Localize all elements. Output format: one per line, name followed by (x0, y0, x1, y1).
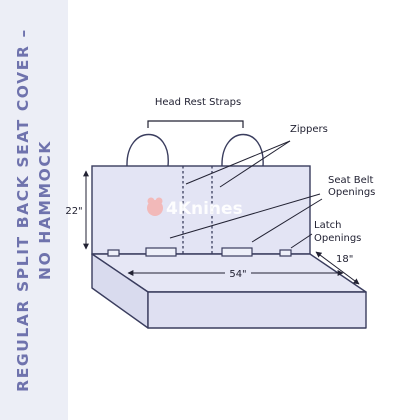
width-dimension-label: 54" (229, 269, 246, 280)
depth-dimension-line (315, 251, 360, 285)
label-head-rest-straps: Head Rest Straps (155, 97, 241, 108)
label-seat-belt-line-1: Seat Belt (328, 175, 374, 186)
head-rest-strap-left (126, 133, 169, 167)
height-dimension-label: 22" (65, 206, 82, 217)
head-rest-bracket (147, 120, 244, 128)
zipper-leader-1 (185, 140, 291, 185)
head-rest-strap-right (221, 133, 264, 167)
label-latch-line-2: Openings (314, 233, 361, 244)
depth-dimension-label: 18" (336, 254, 353, 265)
label-zippers: Zippers (290, 124, 328, 135)
seat-belt-opening-right (221, 247, 253, 257)
title-panel (0, 0, 68, 420)
zipper-leader-2 (219, 140, 291, 188)
seat-belt-opening-left (145, 247, 177, 257)
watermark-text: 4Knines (166, 199, 243, 219)
seat-bottom-front (147, 291, 367, 329)
latch-opening-left (107, 249, 120, 257)
latch-leader (290, 233, 313, 249)
watermark-logo-icon (147, 197, 163, 216)
label-latch-line-1: Latch (314, 220, 341, 231)
width-label-bg (225, 266, 251, 280)
seat-belt-leader-1 (169, 193, 321, 239)
seat-belt-leader-2 (251, 198, 323, 243)
label-seat-belt-line-2: Openings (328, 187, 375, 198)
seat-back (91, 165, 311, 255)
latch-opening-right (279, 249, 292, 257)
